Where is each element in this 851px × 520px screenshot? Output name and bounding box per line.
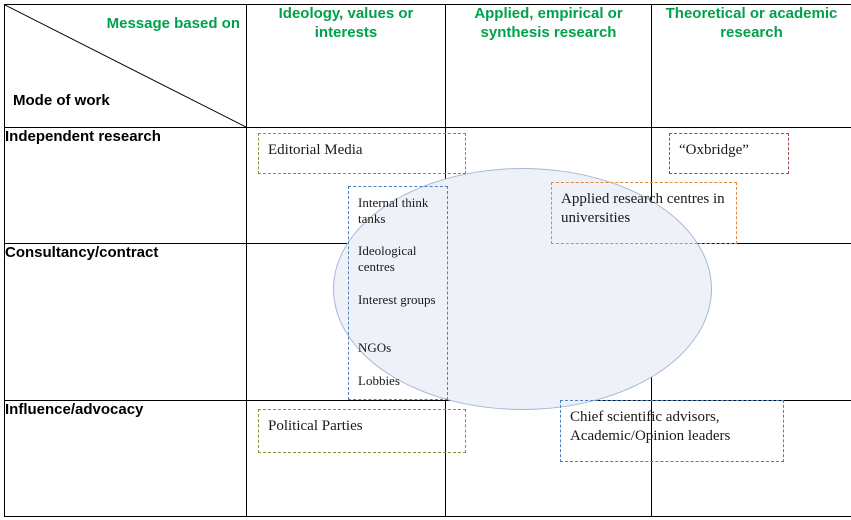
matrix-header-row: Message based on Mode of work Ideology, … bbox=[4, 4, 851, 128]
column-header-ideology: Ideology, values or interests bbox=[246, 4, 446, 128]
row-header-consultancy-contract: Consultancy/contract bbox=[4, 243, 247, 401]
row-header-influence-advocacy: Influence/advocacy bbox=[4, 400, 247, 517]
cell-consultancy-applied bbox=[445, 243, 652, 401]
cell-independent-ideology bbox=[246, 127, 446, 244]
mode-of-work-matrix: Message based on Mode of work Ideology, … bbox=[4, 4, 851, 517]
cell-independent-applied bbox=[445, 127, 652, 244]
column-header-theoretical: Theoretical or academic research bbox=[651, 4, 851, 128]
cell-influence-theoretical bbox=[651, 400, 851, 517]
matrix-row-independent-research: Independent research bbox=[4, 127, 851, 244]
cell-independent-theoretical bbox=[651, 127, 851, 244]
cell-influence-applied bbox=[445, 400, 652, 517]
row-axis-label: Mode of work bbox=[13, 92, 110, 109]
matrix-corner-cell: Message based on Mode of work bbox=[4, 4, 247, 128]
matrix-row-consultancy-contract: Consultancy/contract bbox=[4, 243, 851, 401]
matrix-row-influence-advocacy: Influence/advocacy bbox=[4, 400, 851, 517]
row-header-independent-research: Independent research bbox=[4, 127, 247, 244]
cell-consultancy-ideology bbox=[246, 243, 446, 401]
cell-consultancy-theoretical bbox=[651, 243, 851, 401]
column-header-applied: Applied, empirical or synthesis research bbox=[445, 4, 652, 128]
cell-influence-ideology bbox=[246, 400, 446, 517]
column-axis-label: Message based on bbox=[106, 15, 240, 32]
